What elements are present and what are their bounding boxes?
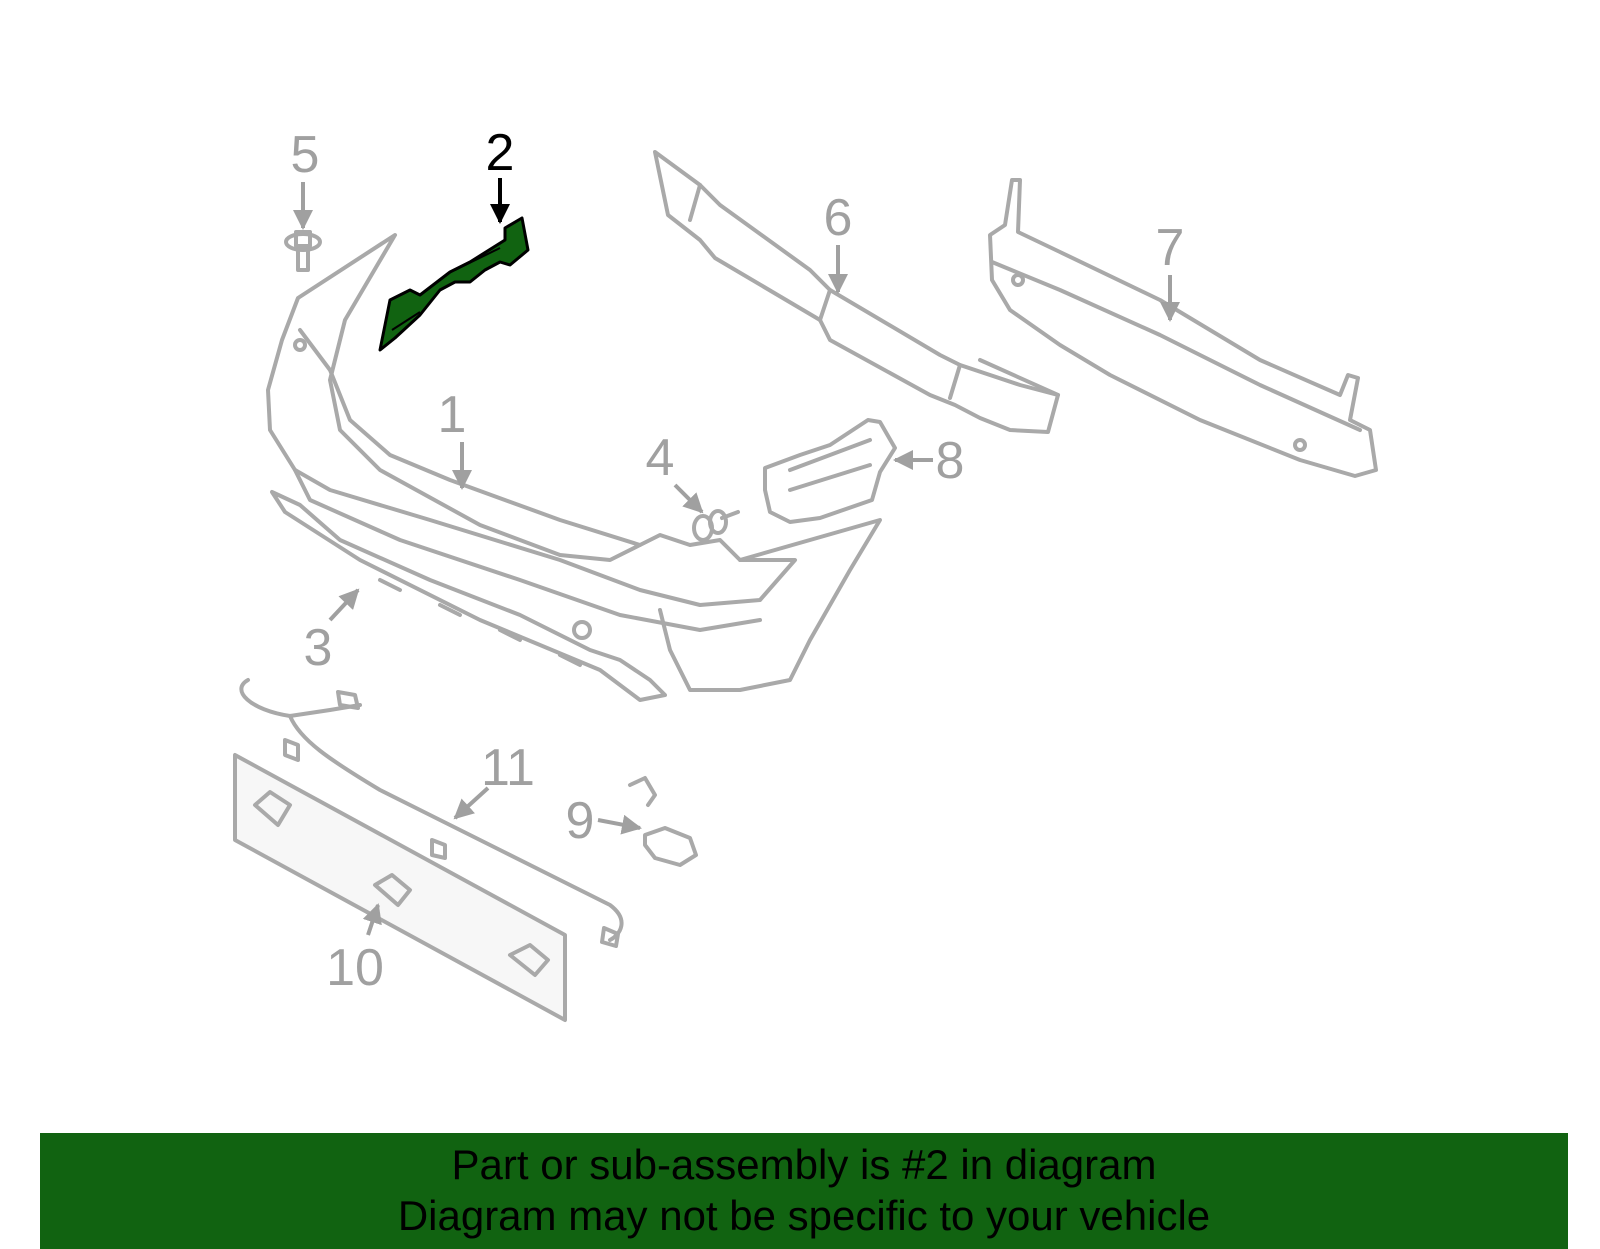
parts-diagram: 1 2 3 4 5 6 7 8 9 10 11: [233, 124, 1378, 1022]
callout-10: 10: [326, 903, 384, 997]
callout-6: 6: [824, 189, 853, 294]
callout-2: 2: [486, 124, 515, 224]
callout-8: 8: [893, 432, 965, 490]
reinforcement-beam-part: [988, 178, 1378, 478]
bolt-part: [284, 230, 322, 272]
callout-11: 11: [453, 739, 535, 820]
sensor-panel-part: [233, 753, 567, 1022]
sensor-part: [628, 776, 698, 867]
callout-5: 5: [291, 126, 320, 230]
svg-text:9: 9: [566, 792, 595, 850]
bumper-cover-part: [266, 233, 882, 692]
svg-text:6: 6: [824, 189, 853, 247]
energy-absorber-part: [653, 150, 1060, 434]
banner-line-1: Part or sub-assembly is #2 in diagram: [451, 1141, 1157, 1188]
svg-text:4: 4: [646, 429, 675, 487]
info-banner: Part or sub-assembly is #2 in diagram Di…: [40, 1133, 1568, 1249]
svg-text:8: 8: [936, 432, 965, 490]
svg-text:7: 7: [1156, 219, 1185, 277]
highlighted-bracket-part-2: [378, 216, 530, 352]
side-bracket-part: [763, 418, 897, 524]
lower-valance-part: [270, 490, 667, 702]
svg-text:11: 11: [481, 739, 535, 797]
clip-part: [692, 509, 740, 542]
banner-line-2: Diagram may not be specific to your vehi…: [397, 1192, 1211, 1239]
svg-text:1: 1: [438, 386, 467, 444]
svg-text:10: 10: [326, 939, 384, 997]
svg-text:3: 3: [304, 619, 333, 677]
callout-3: 3: [304, 588, 360, 677]
callout-9: 9: [566, 792, 642, 850]
callout-4: 4: [646, 429, 704, 514]
svg-text:2: 2: [486, 124, 515, 182]
callout-1: 1: [438, 386, 472, 490]
callout-7: 7: [1156, 219, 1185, 322]
wiring-harness-part: [239, 678, 624, 948]
svg-text:5: 5: [291, 126, 320, 184]
